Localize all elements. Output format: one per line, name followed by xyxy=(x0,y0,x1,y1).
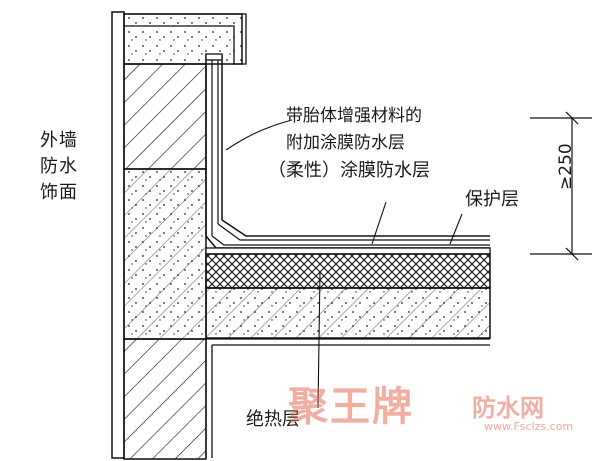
parapet-cap xyxy=(123,13,247,65)
wall-finish-layer xyxy=(111,11,125,459)
watermark-url: www.Fsclzs.com xyxy=(484,420,574,433)
concrete-wall xyxy=(123,168,207,460)
roof-slab xyxy=(205,287,491,339)
insulation-layer xyxy=(205,253,491,289)
horizontal-membrane xyxy=(205,219,490,249)
watermark-sub: 防水网 xyxy=(472,394,544,422)
parapet-wall xyxy=(123,63,207,170)
additional-membrane-label: 带胎体增强材料的 附加涂膜防水层 xyxy=(286,103,422,157)
dimension-marker xyxy=(530,111,592,261)
flexible-membrane-label: （柔性）涂膜防水层 xyxy=(268,160,430,181)
wall-finish-label: 外墙防水饰面 xyxy=(40,130,78,203)
dimension-label: ≥250 xyxy=(556,143,576,190)
additional-membrane-line2: 附加涂膜防水层 xyxy=(286,133,405,153)
vertical-membrane xyxy=(205,53,223,236)
protective-layer-label: 保护层 xyxy=(465,189,519,210)
additional-membrane-line1: 带胎体增强材料的 xyxy=(286,106,422,126)
insulation-layer-label: 绝热层 xyxy=(246,409,300,430)
ceiling-finish xyxy=(205,338,490,458)
watermark-brand: 聚王牌 xyxy=(288,384,414,430)
leader-lines xyxy=(225,119,463,409)
protective-layer xyxy=(205,247,491,255)
